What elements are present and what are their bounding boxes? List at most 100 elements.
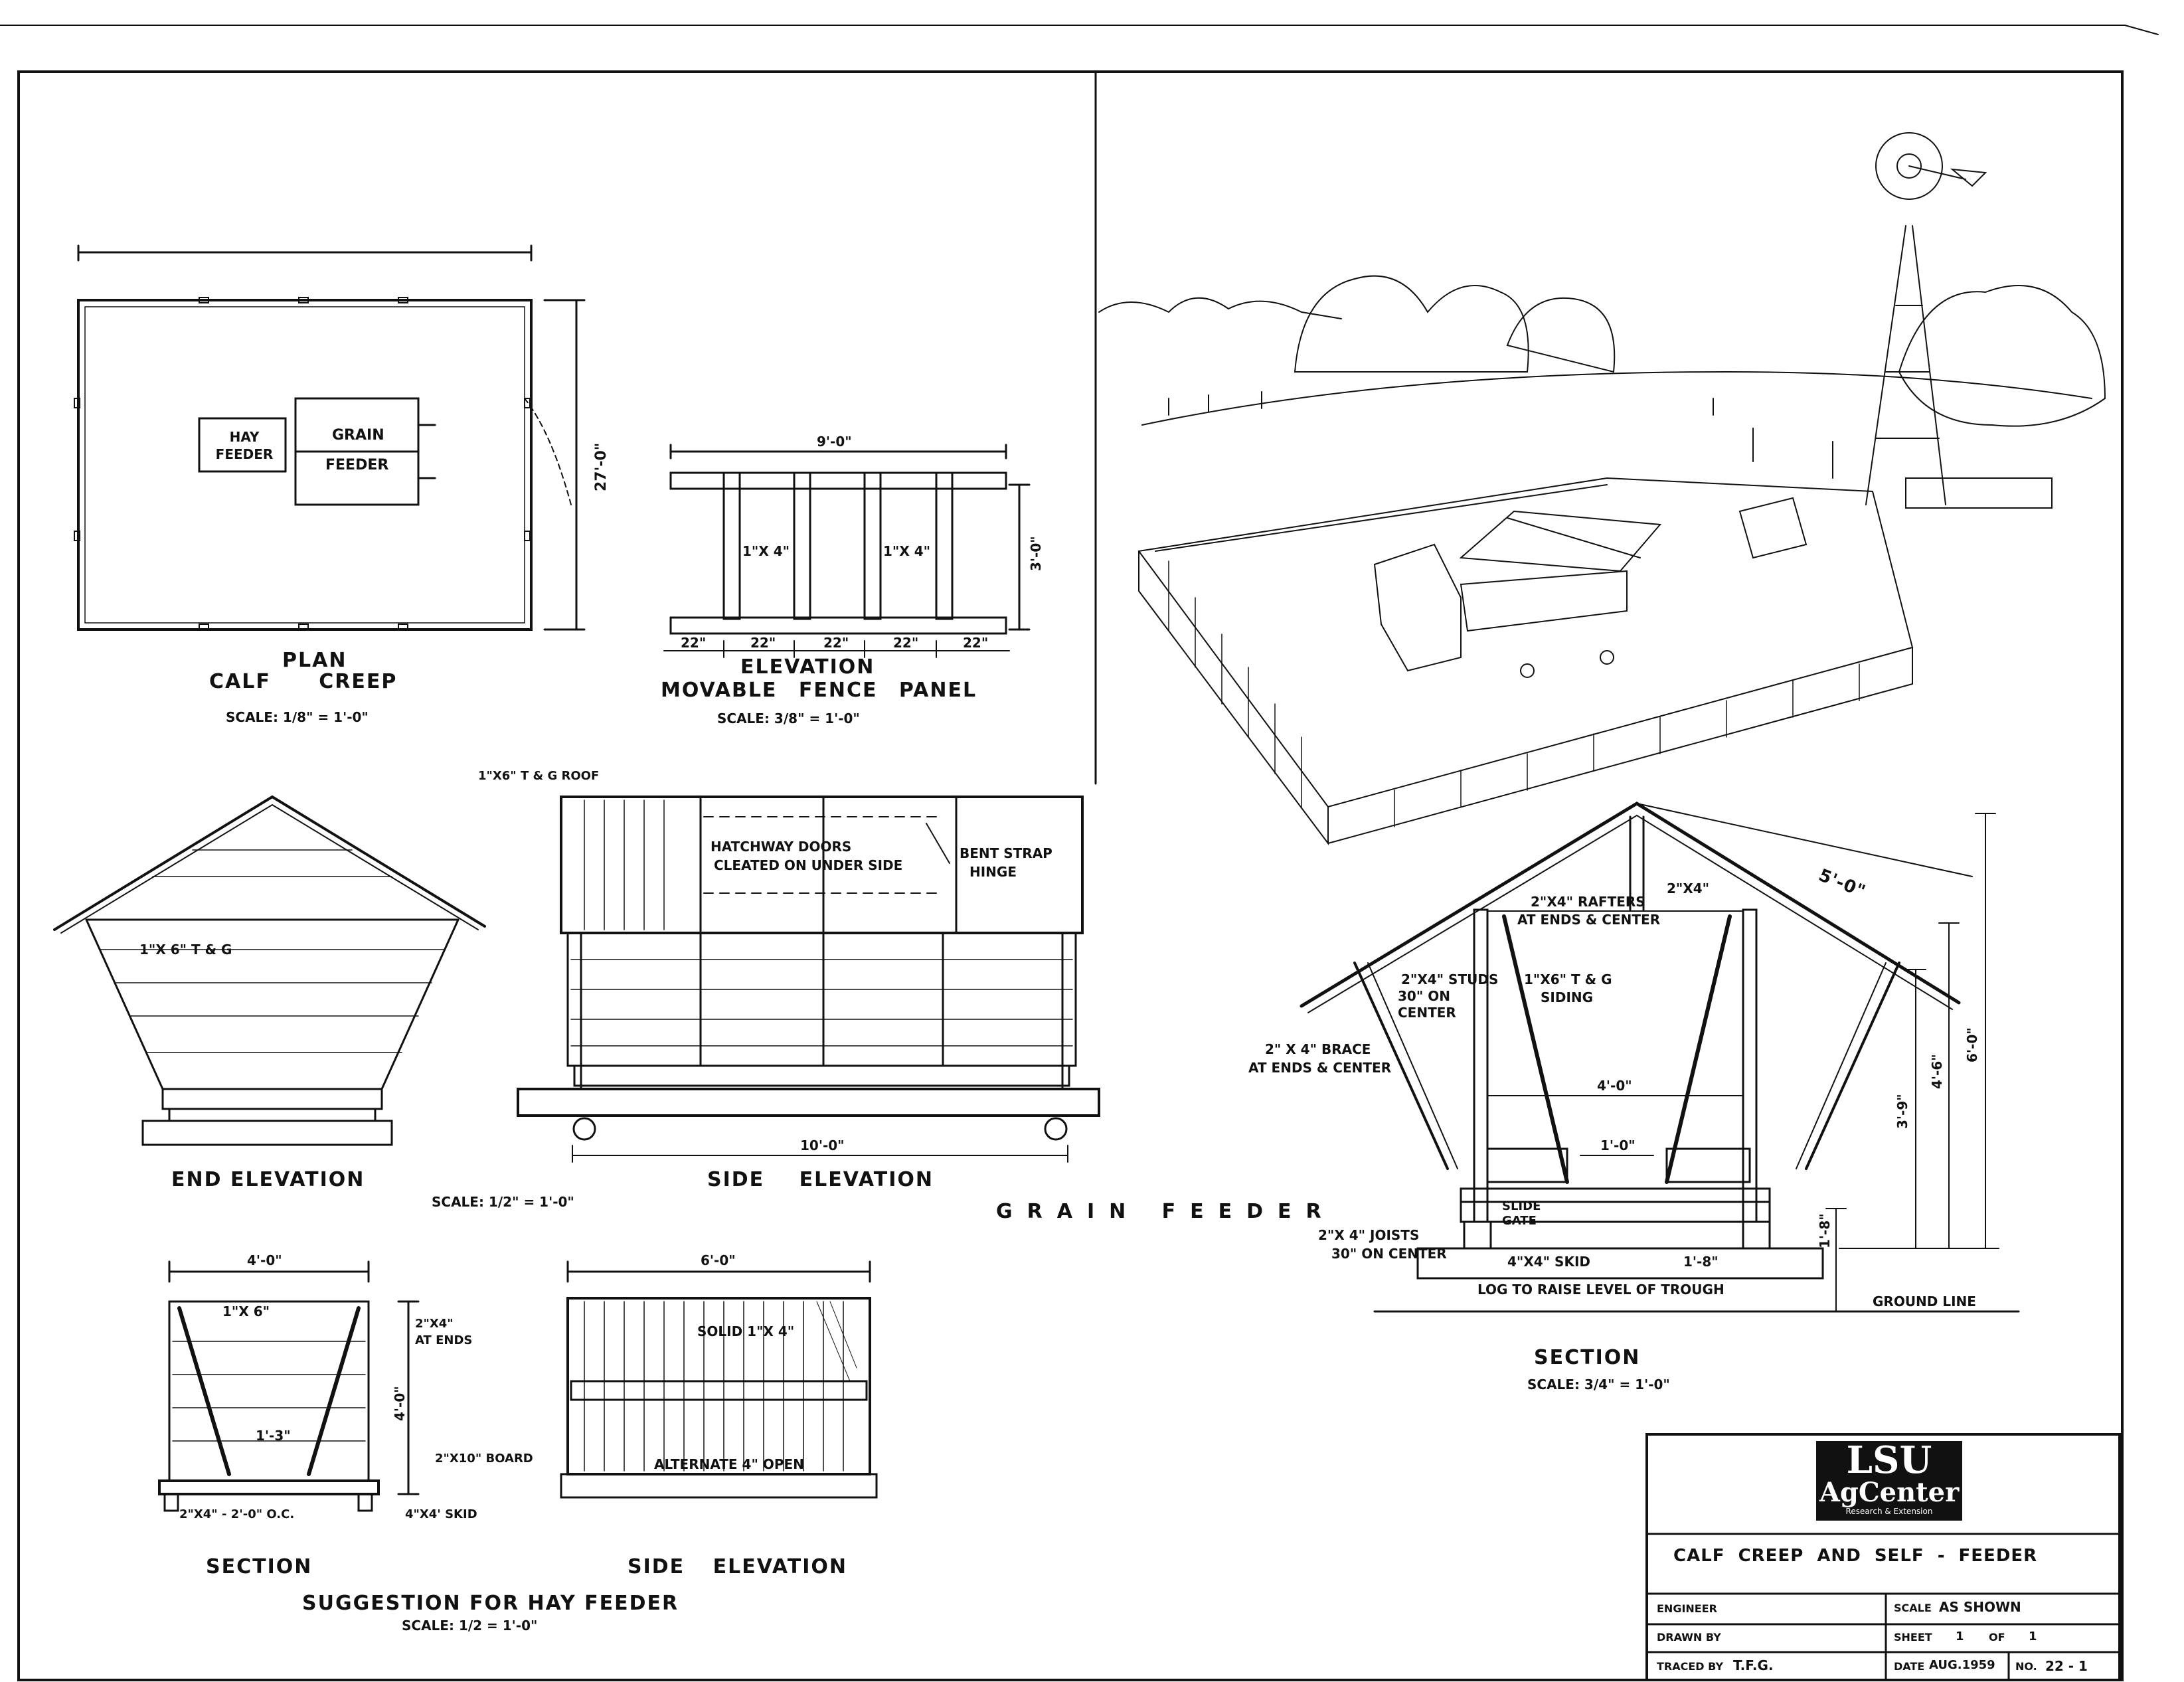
hinge-label-1: BENT STRAP	[960, 845, 1052, 861]
grain-label: GRAIN	[332, 427, 384, 444]
skid-label: 4"X4" SKID	[1507, 1254, 1590, 1270]
brace-label-2: AT ENDS & CENTER	[1248, 1060, 1392, 1076]
hay-gap-label: 1'-3"	[256, 1428, 291, 1444]
height-dimension-4: 1'-8"	[1817, 1213, 1833, 1248]
hay-slat-label: 1"X 6"	[222, 1304, 270, 1319]
hay-side-length: 6'-0"	[701, 1252, 736, 1268]
section-width: 4'-0"	[1597, 1078, 1632, 1094]
traced-by-label: TRACED BY	[1657, 1660, 1724, 1673]
siding-label-1: 1"X6" T & G	[1524, 971, 1612, 987]
fence-spacing-1: 22"	[681, 635, 707, 651]
fence-spacing-4: 22"	[893, 635, 919, 651]
log-label: LOG TO RAISE LEVEL OF TROUGH	[1477, 1282, 1724, 1298]
end-elevation-title: END ELEVATION	[171, 1168, 365, 1191]
hay-section-width: 4'-0"	[247, 1252, 282, 1268]
grain-side-elevation-title: SIDE ELEVATION	[707, 1168, 934, 1191]
rafters-label-2: AT ENDS & CENTER	[1517, 912, 1661, 928]
ground-line-label: GROUND LINE	[1873, 1294, 1976, 1309]
ridge-label: 2"X4"	[1667, 881, 1710, 896]
traced-by-value: T.F.G.	[1733, 1657, 1774, 1673]
engineer-label: ENGINEER	[1657, 1602, 1717, 1615]
height-dimension-1: 3'-9"	[1894, 1094, 1910, 1129]
grain-section-scale: SCALE: 3/4" = 1'-0"	[1527, 1377, 1670, 1392]
hatchway-label-1: HATCHWAY DOORS	[711, 839, 852, 855]
end-elevation-drawing	[53, 795, 486, 1146]
plan-title: PLAN	[282, 649, 347, 672]
fence-board-label-a: 1"X 4"	[742, 543, 790, 559]
skid-dimension: 1'-8"	[1683, 1254, 1719, 1270]
fence-elevation-title: ELEVATION	[740, 655, 875, 679]
grain-section-drawing	[1300, 801, 2020, 1313]
trough-width: 1'-0"	[1600, 1137, 1636, 1153]
sheet-value: 1	[1956, 1630, 1964, 1643]
fence-width-dimension: 9'-0"	[817, 434, 852, 450]
hay-section-drawing	[158, 1260, 420, 1512]
plan-scale: SCALE: 1/8" = 1'-0"	[226, 709, 369, 725]
hay-joists-label: 2"X4" - 2'-0" O.C.	[179, 1507, 295, 1521]
hay-alternate-label: ALTERNATE 4" OPEN	[654, 1456, 804, 1472]
fence-spacing-5: 22"	[963, 635, 989, 651]
hatchway-label-2: CLEATED ON UNDER SIDE	[714, 857, 903, 873]
title-block-lines	[1645, 1433, 2121, 1681]
slide-gate-label-2: GATE	[1502, 1214, 1537, 1228]
sheet-border	[0, 25, 2159, 1681]
scale-value: AS SHOWN	[1939, 1599, 2021, 1615]
enclosure-slats	[1168, 560, 1860, 827]
hay-board-label: 2"X10" BOARD	[435, 1452, 533, 1466]
height-dimension-2: 4'-6"	[1929, 1054, 1945, 1089]
number-value: 22 - 1	[2045, 1658, 2088, 1674]
hay-skid-label: 4"X4' SKID	[405, 1507, 477, 1521]
perspective-illustration	[1098, 132, 2106, 845]
scale-label: SCALE	[1894, 1602, 1932, 1614]
hay-side-elevation-title: SIDE ELEVATION	[628, 1555, 848, 1578]
lsu-agcenter-logo: LSU AgCenter Research & Extension	[1816, 1441, 1962, 1521]
of-label: OF	[1989, 1631, 2005, 1643]
studs-label-3: CENTER	[1398, 1005, 1456, 1021]
grain-feeder-title: GRAIN FEEDER	[996, 1200, 1336, 1223]
grain-feeder-scale: SCALE: 1/2" = 1'-0"	[432, 1194, 574, 1210]
end-siding-label: 1"X 6" T & G	[139, 942, 232, 958]
hay-section-title: SECTION	[206, 1555, 313, 1578]
hay-section-height: 4'-0"	[392, 1386, 408, 1421]
hay-feeder-label: HAY FEEDER	[215, 429, 274, 462]
joists-label-1: 2"X 4" JOISTS	[1318, 1227, 1420, 1243]
date-value: AUG.1959	[1929, 1658, 1995, 1672]
logo-lsu-text: LSU	[1846, 1438, 1932, 1482]
logo-tagline: Research & Extension	[1845, 1507, 1933, 1516]
calf-creep-plan-drawing	[74, 244, 586, 631]
brace-label-1: 2" X 4" BRACE	[1265, 1041, 1371, 1057]
drawn-by-label: DRAWN BY	[1657, 1631, 1721, 1643]
fence-panel-title: MOVABLE FENCE PANEL	[661, 679, 977, 702]
joists-label-2: 30" ON CENTER	[1331, 1246, 1447, 1262]
studs-label-1: 2"X4" STUDS	[1401, 971, 1499, 987]
number-label: NO.	[2015, 1660, 2037, 1673]
sheet-label: SHEET	[1894, 1631, 1932, 1643]
calf-creep-title: CALF CREEP	[209, 670, 398, 693]
hinge-label-2: HINGE	[969, 864, 1017, 880]
studs-label-2: 30" ON	[1398, 988, 1450, 1004]
roof-label: 1"X6" T & G ROOF	[478, 769, 600, 783]
hay-feeder-scale: SCALE: 1/2 = 1'-0"	[402, 1618, 538, 1634]
slide-gate-label-1: SLIDE	[1502, 1199, 1541, 1213]
feeder-label: FEEDER	[325, 457, 389, 473]
grain-side-length: 10'-0"	[800, 1137, 845, 1153]
hay-ends-label-1: 2"X4"	[415, 1317, 454, 1331]
hay-feeder-caption: SUGGESTION FOR HAY FEEDER	[302, 1592, 679, 1615]
fence-scale: SCALE: 3/8" = 1'-0"	[717, 711, 860, 726]
logo-agcenter-text: AgCenter	[1819, 1477, 1960, 1508]
date-label: DATE	[1894, 1660, 1925, 1673]
title-block-title: CALF CREEP AND SELF - FEEDER	[1673, 1546, 2038, 1566]
plan-side-dimension: 27'-0"	[593, 442, 610, 491]
hay-ends-label-2: AT ENDS	[415, 1333, 473, 1347]
rafters-label: 2"X4" RAFTERS	[1531, 894, 1645, 910]
fence-spacing-3: 22"	[823, 635, 849, 651]
height-dimension-3: 6'-0"	[1964, 1027, 1980, 1062]
siding-label-2: SIDING	[1541, 989, 1594, 1005]
grain-side-elevation-drawing	[517, 796, 1100, 1163]
hay-side-elevation-drawing	[560, 1260, 878, 1499]
fence-board-label-b: 1"X 4"	[883, 543, 931, 559]
of-value: 1	[2029, 1630, 2037, 1643]
hay-solid-label: SOLID 1"X 4"	[697, 1323, 795, 1339]
fence-spacing-2: 22"	[750, 635, 776, 651]
